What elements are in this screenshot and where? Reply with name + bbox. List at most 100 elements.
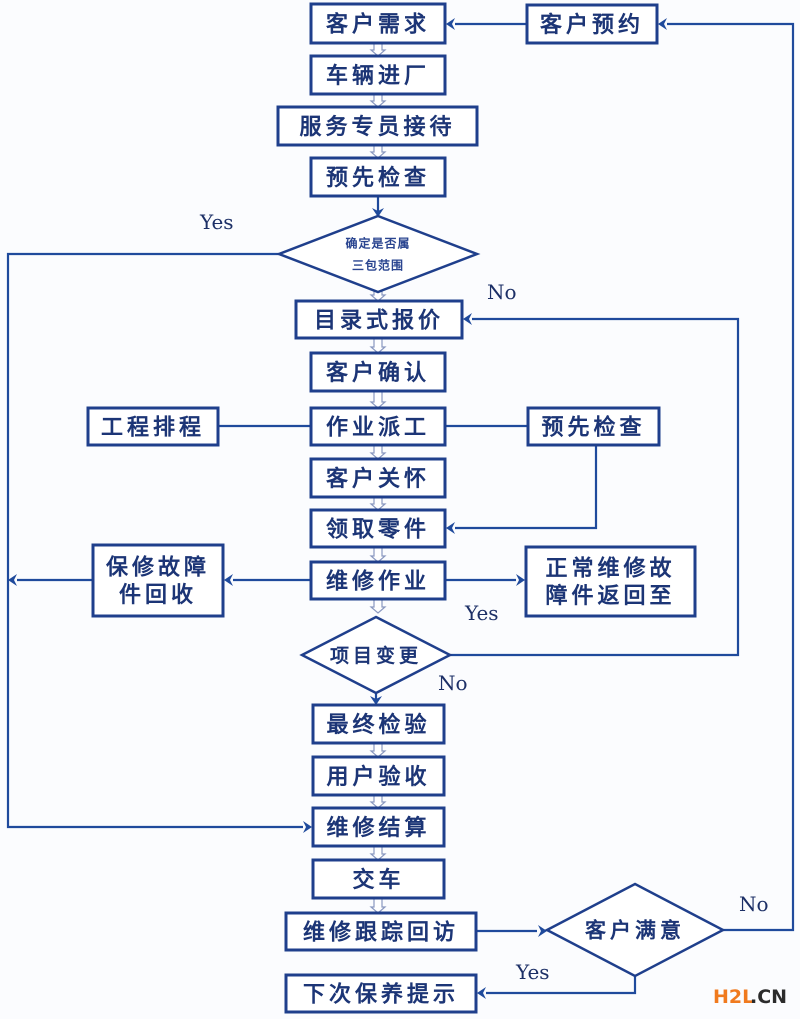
process-box [525, 3, 659, 45]
edge-change-yes [450, 317, 740, 657]
decision-diamond [275, 214, 481, 294]
node-item-change: 项目变更 [299, 615, 453, 695]
node-service-reception: 服务专员接待 [276, 105, 479, 147]
node-label: 确定是否属 [345, 235, 410, 250]
node-label: 下次保养提示 [303, 981, 459, 1007]
node-customer-care: 客户关怀 [309, 457, 447, 499]
arrowhead-icon [658, 18, 667, 30]
process-box [309, 406, 447, 447]
hollow-arrow-icon [369, 42, 387, 57]
hollow-arrow-icon [369, 897, 387, 914]
edge-satisfied-no [667, 22, 795, 932]
hollow-arrow-icon [369, 742, 387, 758]
process-box [309, 457, 447, 499]
arrowhead-icon [516, 574, 525, 586]
node-customer-satisfied: 客户满意 [544, 882, 726, 978]
decision-diamond [544, 882, 726, 978]
process-box [524, 545, 697, 618]
arrowhead-icon [372, 208, 384, 217]
node-label: 车辆进厂 [326, 63, 430, 89]
arrowhead-icon [463, 313, 472, 325]
node-label: 客户关怀 [326, 466, 430, 492]
watermark-brand: H2L [713, 986, 754, 1008]
edge-preinspect-to-parts [455, 445, 598, 530]
hollow-arrow-icon [369, 144, 387, 159]
node-label: 客户预约 [540, 12, 644, 38]
node-label: 领取零件 [326, 516, 430, 542]
node-vehicle-entry: 车辆进厂 [309, 54, 447, 96]
node-vehicle-delivery: 交车 [311, 858, 446, 900]
node-label: 服务专员接待 [299, 114, 455, 140]
node-label: 最终检验 [326, 712, 430, 738]
process-box [309, 351, 447, 393]
hollow-arrow-icon [369, 390, 387, 409]
arrowhead-icon [303, 821, 312, 833]
process-box [309, 560, 447, 601]
node-label: 维修作业 [326, 568, 430, 594]
hollow-arrow-icon [369, 845, 387, 861]
process-box [311, 755, 446, 797]
watermark: H2L .CN [713, 986, 787, 1008]
process-box [284, 911, 478, 952]
node-label: 客户需求 [326, 11, 430, 37]
node-label: 项目变更 [330, 644, 422, 667]
edge-label-warranty-no: No [487, 280, 517, 304]
decision-diamond [299, 615, 453, 695]
edge-warranty-yes [6, 252, 303, 829]
node-label: 维修结算 [326, 815, 430, 841]
arrowhead-icon [446, 522, 455, 534]
node-label: 障件返回至 [545, 583, 675, 609]
arrowhead-icon [224, 574, 233, 586]
process-box [309, 508, 447, 549]
node-job-dispatch: 作业派工 [309, 406, 447, 447]
node-label: 客户确认 [326, 360, 430, 386]
process-box [284, 973, 478, 1014]
node-customer-demand: 客户需求 [309, 2, 447, 45]
node-label: 正常维修故 [545, 556, 675, 582]
process-box [309, 54, 447, 96]
nodes-layer: 客户需求客户预约车辆进厂服务专员接待预先检查确定是否属三包范围目录式报价客户确认… [86, 2, 726, 1014]
node-next-maintenance-reminder: 下次保养提示 [284, 973, 478, 1014]
arrowhead-icon [8, 574, 17, 586]
node-customer-appointment: 客户预约 [525, 3, 659, 45]
edge-label-change-yes: Yes [464, 601, 499, 625]
process-box [311, 703, 446, 745]
hollow-arrow-icon [369, 444, 387, 460]
edge-label-satisfied-yes: Yes [515, 960, 550, 984]
edge-labels-layer: Yes No Yes No Yes No [199, 210, 769, 984]
node-final-inspection: 最终检验 [311, 703, 446, 745]
arrowhead-icon [370, 696, 382, 705]
node-user-acceptance: 用户验收 [311, 755, 446, 797]
hollow-arrow-icon [369, 546, 387, 563]
node-label: 预先检查 [326, 165, 430, 191]
process-box [526, 406, 661, 447]
node-engineering-schedule: 工程排程 [86, 406, 220, 447]
edge-label-warranty-yes: Yes [199, 210, 234, 234]
edge-label-change-no: No [438, 671, 468, 695]
arrowhead-icon [446, 18, 455, 30]
node-label: 三包范围 [352, 257, 404, 272]
hollow-arrow-icon [369, 337, 387, 354]
node-catalog-quote: 目录式报价 [294, 299, 464, 340]
process-box [91, 543, 225, 618]
node-customer-confirm: 客户确认 [309, 351, 447, 393]
process-box [311, 858, 446, 900]
process-box [309, 2, 447, 45]
node-pre-inspection-2: 预先检查 [526, 406, 661, 447]
node-label: 客户满意 [585, 919, 685, 943]
node-label: 用户验收 [326, 764, 430, 790]
arrowhead-icon [477, 987, 486, 999]
process-box [294, 299, 464, 340]
hollow-arrow-icon [369, 794, 387, 809]
edge-satisfied-yes [486, 976, 637, 995]
hollow-arrow-icon [369, 93, 387, 108]
node-label: 保修故障 [105, 555, 210, 581]
node-label: 件回收 [119, 582, 197, 608]
node-label: 工程排程 [101, 415, 205, 440]
process-box [86, 406, 220, 447]
node-repair-work: 维修作业 [309, 560, 447, 601]
node-label: 预先检查 [541, 414, 645, 440]
